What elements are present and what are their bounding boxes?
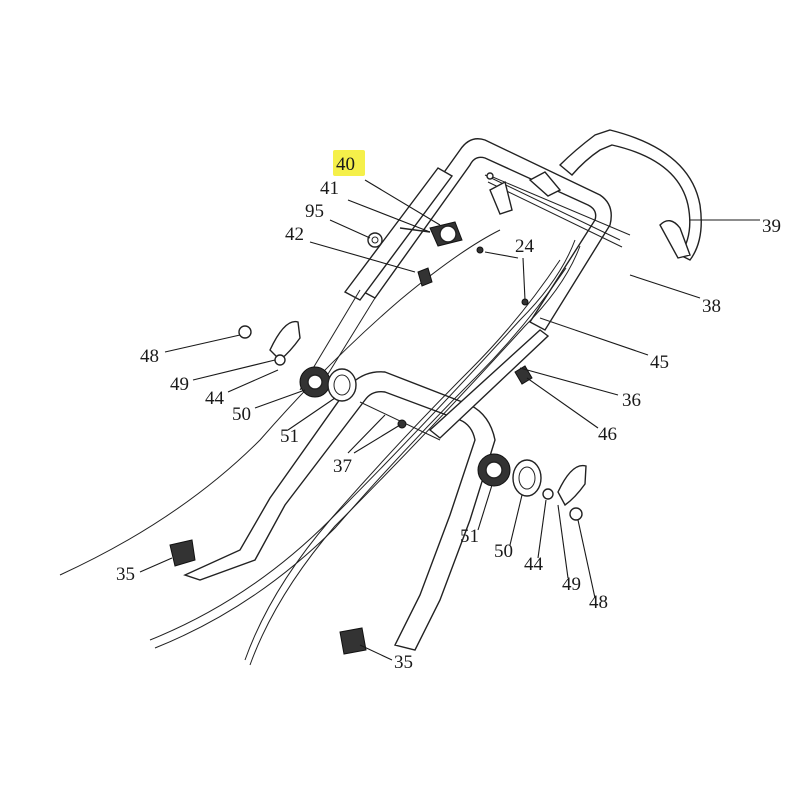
callout-49-left: 49 xyxy=(170,374,189,395)
callout-46: 46 xyxy=(598,424,617,445)
callout-38: 38 xyxy=(702,296,721,317)
callout-48-right: 48 xyxy=(589,592,608,613)
callout-45: 45 xyxy=(650,352,669,373)
brackets xyxy=(169,539,367,655)
callout-labels: 40 41 95 42 24 39 38 45 48 49 44 50 51 3… xyxy=(116,150,781,673)
cable-rod xyxy=(486,172,631,236)
callout-49-right: 49 xyxy=(562,574,581,595)
callout-41: 41 xyxy=(320,178,339,199)
right-knob-assembly xyxy=(477,453,587,521)
bail-bar xyxy=(489,129,702,261)
leader-lines xyxy=(139,179,760,661)
callout-24: 24 xyxy=(515,236,535,257)
callout-35-left: 35 xyxy=(116,564,135,585)
callout-40: 40 xyxy=(336,154,355,175)
callout-44-right: 44 xyxy=(524,554,544,575)
callout-50-right: 50 xyxy=(494,541,513,562)
callout-51-right: 51 xyxy=(460,526,479,547)
callout-37: 37 xyxy=(333,456,352,477)
upper-fittings xyxy=(367,221,529,306)
callout-50-left: 50 xyxy=(232,404,251,425)
pivot-parts xyxy=(359,317,576,441)
left-knob-assembly xyxy=(238,320,357,402)
callout-44-left: 44 xyxy=(205,388,225,409)
callout-95: 95 xyxy=(305,201,324,222)
callout-51-left: 51 xyxy=(280,426,299,447)
callout-42: 42 xyxy=(285,224,304,245)
callout-39: 39 xyxy=(762,216,781,237)
callout-35-right: 35 xyxy=(394,652,413,673)
callout-36: 36 xyxy=(622,390,641,411)
highlight-marker xyxy=(333,150,365,176)
callout-48-left: 48 xyxy=(140,346,159,367)
upper-handle xyxy=(343,138,623,331)
